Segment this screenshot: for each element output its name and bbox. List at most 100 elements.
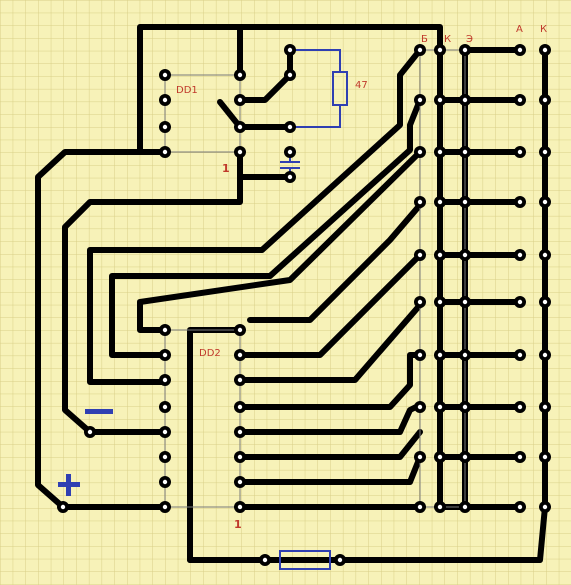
- trace-bus-1: [87, 47, 423, 385]
- pad-hole: [287, 174, 293, 180]
- label-col-e: Э: [466, 34, 473, 45]
- pad-hole: [417, 299, 423, 305]
- pad-hole: [462, 352, 468, 358]
- pad-hole: [517, 199, 523, 205]
- trace-to-rdown: [237, 47, 293, 103]
- bottom-resistor-body: [279, 550, 331, 570]
- plus-sign: [58, 474, 80, 496]
- pad-hole: [542, 299, 548, 305]
- pad-hole: [237, 97, 243, 103]
- pads: [57, 44, 551, 566]
- pad-hole: [542, 352, 548, 358]
- pad-hole: [162, 97, 168, 103]
- pad-hole: [437, 47, 443, 53]
- pad-hole: [517, 299, 523, 305]
- resistor-47-leads: [290, 49, 341, 128]
- pad-hole: [462, 504, 468, 510]
- label-pin1-dd1: 1: [222, 162, 230, 175]
- pad-hole: [517, 252, 523, 258]
- pad-hole: [517, 149, 523, 155]
- trace-left-loop: [35, 149, 168, 510]
- pad-hole: [542, 149, 548, 155]
- pad-hole: [517, 352, 523, 358]
- pad-hole: [237, 429, 243, 435]
- pad-hole: [437, 404, 443, 410]
- trace-bus-3: [137, 149, 423, 333]
- pad-hole: [262, 557, 268, 563]
- trace-bus-2: [109, 97, 423, 358]
- pad-hole: [162, 72, 168, 78]
- pad-hole: [162, 377, 168, 383]
- pad-hole: [237, 454, 243, 460]
- pad-hole: [417, 352, 423, 358]
- pad-hole: [417, 47, 423, 53]
- pad-hole: [437, 252, 443, 258]
- pad-hole: [287, 47, 293, 53]
- pad-hole: [162, 404, 168, 410]
- pad-hole: [60, 504, 66, 510]
- pad-hole: [542, 199, 548, 205]
- pad-hole: [162, 479, 168, 485]
- pad-hole: [542, 252, 548, 258]
- pad-hole: [162, 149, 168, 155]
- pad-hole: [287, 124, 293, 130]
- components: [279, 49, 348, 570]
- pad-hole: [517, 404, 523, 410]
- pad-hole: [437, 454, 443, 460]
- pad-hole: [542, 97, 548, 103]
- resistor-47-body: [332, 71, 348, 106]
- pad-hole: [417, 97, 423, 103]
- pad-hole: [517, 504, 523, 510]
- pad-hole: [237, 504, 243, 510]
- pad-hole: [462, 199, 468, 205]
- pad-hole: [162, 124, 168, 130]
- trace-dd2-6: [237, 429, 423, 460]
- dd1-outline: [164, 74, 241, 153]
- pad-hole: [237, 72, 243, 78]
- trace-dd2-2: [237, 252, 423, 358]
- pad-hole: [417, 252, 423, 258]
- pad-hole: [237, 377, 243, 383]
- pad-hole: [162, 327, 168, 333]
- pad-hole: [237, 327, 243, 333]
- label-col-k2: К: [540, 24, 547, 35]
- pad-hole: [417, 504, 423, 510]
- pad-hole: [237, 352, 243, 358]
- pad-hole: [462, 47, 468, 53]
- trace-dd2-3: [237, 302, 423, 383]
- pad-hole: [87, 429, 93, 435]
- pad-hole: [437, 352, 443, 358]
- pad-hole: [162, 504, 168, 510]
- minus-sign: [85, 409, 113, 414]
- pad-hole: [162, 352, 168, 358]
- pad-hole: [437, 149, 443, 155]
- pad-hole: [417, 454, 423, 460]
- pad-hole: [237, 404, 243, 410]
- pad-hole: [287, 149, 293, 155]
- pad-hole: [337, 557, 343, 563]
- pad-hole: [237, 479, 243, 485]
- pad-hole: [287, 72, 293, 78]
- pad-hole: [462, 149, 468, 155]
- pad-hole: [542, 504, 548, 510]
- pad-hole: [542, 47, 548, 53]
- dd2-outline: [164, 329, 241, 508]
- label-col-b: Б: [421, 34, 428, 45]
- pad-hole: [542, 404, 548, 410]
- pad-hole: [517, 454, 523, 460]
- pad-hole: [437, 299, 443, 305]
- label-resistor-value: 47: [355, 80, 368, 91]
- pad-hole: [517, 97, 523, 103]
- pad-hole: [462, 299, 468, 305]
- pad-hole: [437, 504, 443, 510]
- pad-hole: [462, 252, 468, 258]
- label-dd1: DD1: [176, 85, 198, 96]
- pad-hole: [417, 199, 423, 205]
- label-col-k: К: [444, 34, 451, 45]
- trace-top-frame: [137, 24, 443, 510]
- pad-hole: [437, 199, 443, 205]
- label-col-a: А: [516, 24, 523, 35]
- pad-hole: [462, 454, 468, 460]
